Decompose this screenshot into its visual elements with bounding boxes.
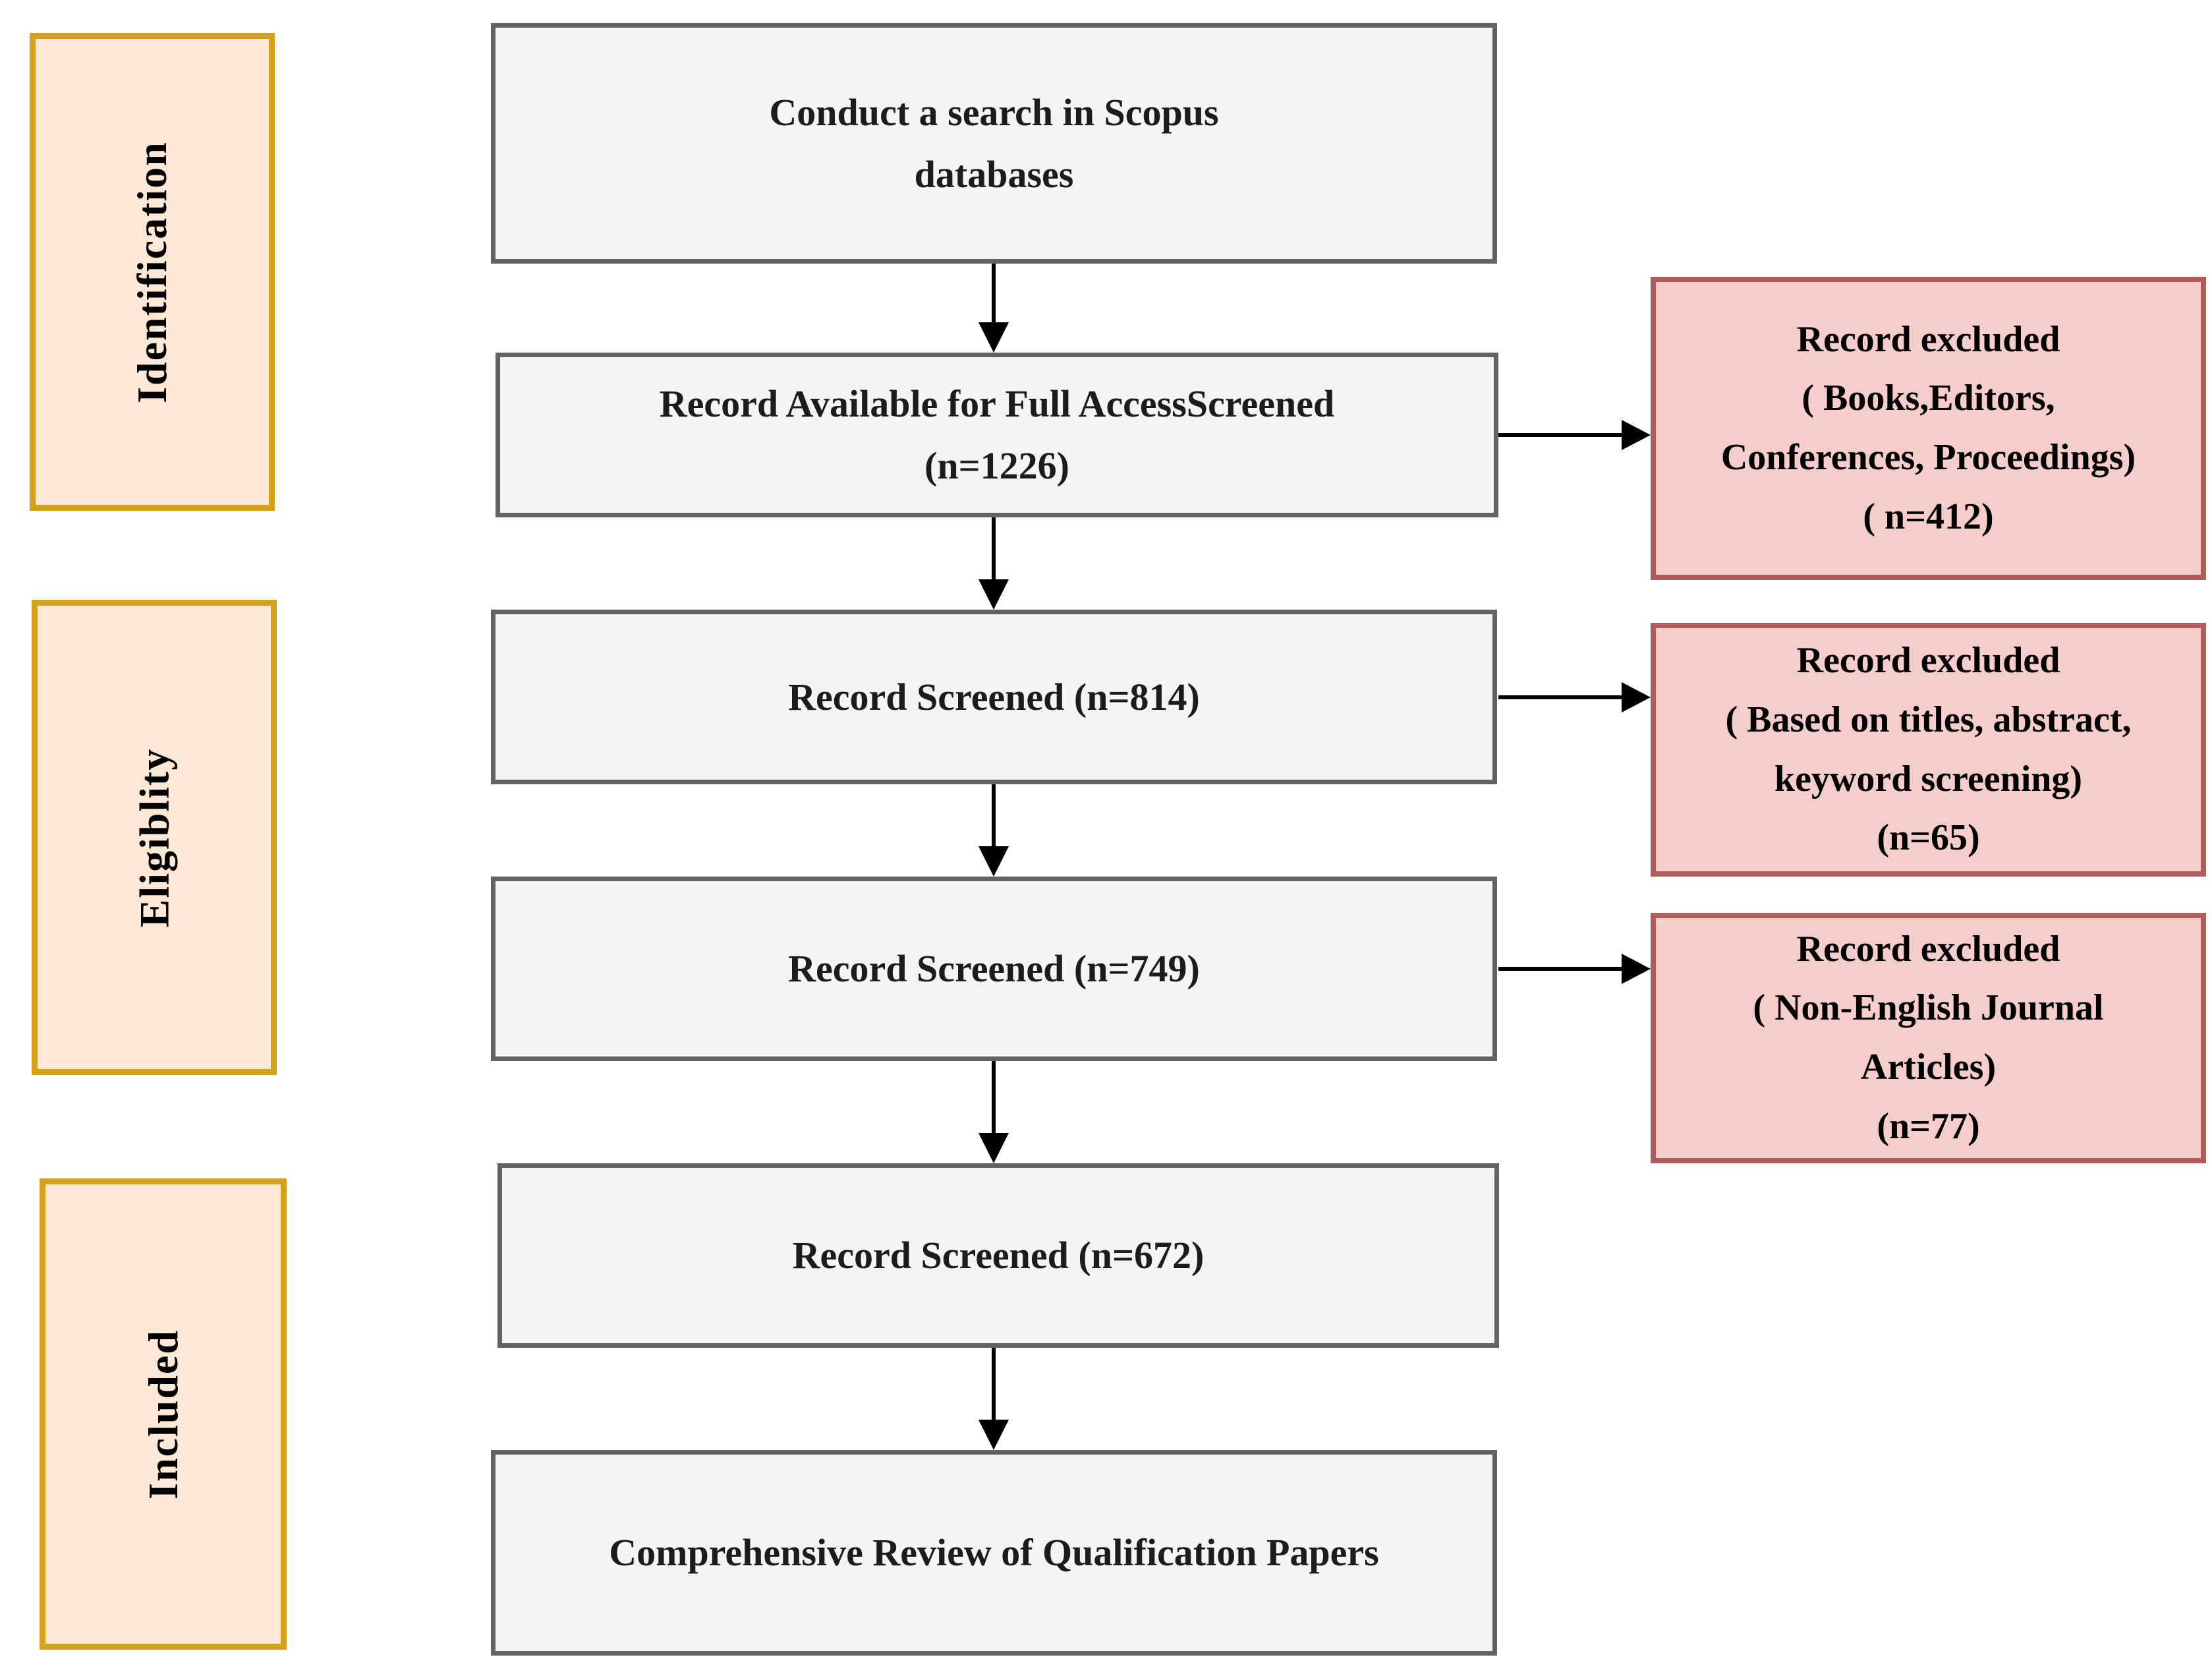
arrow-line xyxy=(992,517,996,581)
arrow-line xyxy=(992,264,996,324)
flow-box-search: Conduct a search in Scopus databases xyxy=(491,23,1497,264)
flow-box-full-access: Record Available for Full AccessScreened… xyxy=(496,353,1498,517)
exclusion-box-65: Record excluded ( Based on titles, abstr… xyxy=(1651,623,2206,877)
flow-box-screened-672: Record Screened (n=672) xyxy=(497,1163,1499,1348)
exclusion-box-77: Record excluded ( Non-English Journal Ar… xyxy=(1651,913,2206,1163)
exclusion-box-412: Record excluded ( Books,Editors, Confere… xyxy=(1651,277,2206,580)
stage-label-identification: Identification xyxy=(128,140,175,403)
stage-label-included: Included xyxy=(139,1329,186,1499)
arrow-line xyxy=(992,1061,996,1134)
arrow-down-head xyxy=(978,1133,1009,1163)
arrow-line xyxy=(1498,695,1623,699)
arrow-down-head xyxy=(978,322,1009,353)
arrow-right-head xyxy=(1622,682,1651,712)
arrow-line xyxy=(1498,433,1623,437)
arrow-line xyxy=(992,1348,996,1421)
flow-box-screened-749: Record Screened (n=749) xyxy=(491,877,1497,1061)
stage-box-identification: Identification xyxy=(30,33,275,511)
arrow-down-head xyxy=(978,579,1009,610)
stage-box-included: Included xyxy=(40,1178,287,1650)
stage-label-eligibility: Eligiblity xyxy=(130,747,177,927)
arrow-right-head xyxy=(1622,954,1651,984)
arrow-right-head xyxy=(1622,420,1651,450)
stage-box-eligibility: Eligiblity xyxy=(32,600,277,1075)
flow-box-review: Comprehensive Review of Qualification Pa… xyxy=(491,1450,1497,1656)
arrow-line xyxy=(992,784,996,848)
arrow-line xyxy=(1498,967,1623,971)
arrow-down-head xyxy=(978,846,1009,877)
arrow-down-head xyxy=(978,1420,1009,1450)
flow-box-screened-814: Record Screened (n=814) xyxy=(491,610,1497,784)
